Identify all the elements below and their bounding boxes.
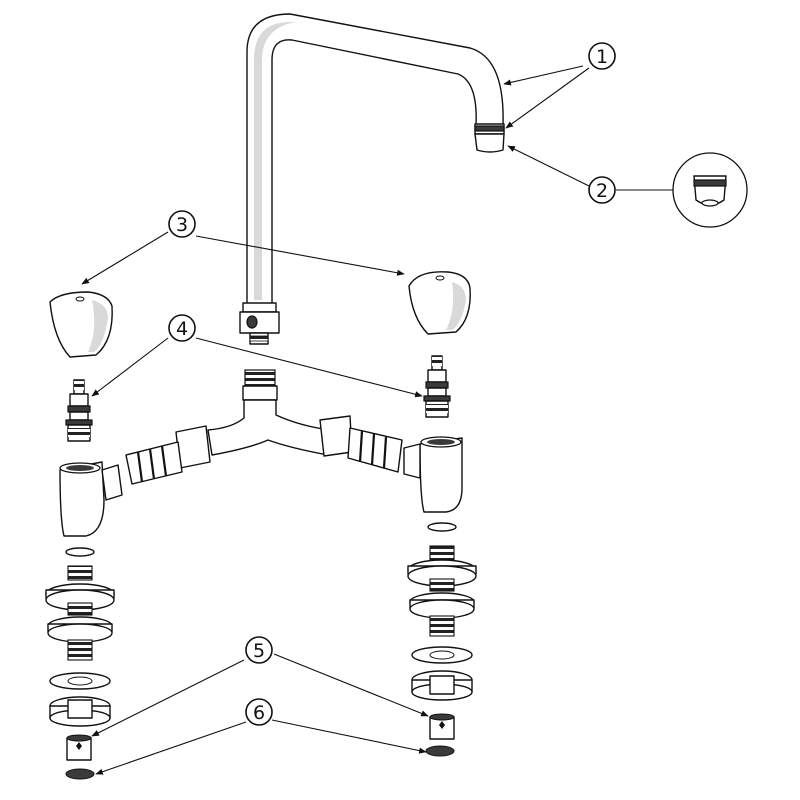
base-stack-left [45, 547, 115, 727]
callout-1-label: 1 [596, 46, 608, 68]
handle-left [49, 291, 113, 358]
callout-1: 1 [588, 42, 616, 70]
callout-6: 6 [245, 698, 273, 726]
leader-lines [81, 65, 673, 775]
right-hose-ribs [358, 430, 388, 469]
washer-left [65, 768, 95, 780]
valve-body-right [403, 436, 463, 513]
aerator-detail-inset [672, 152, 748, 228]
callout-5: 5 [245, 636, 273, 664]
callout-3-label: 3 [176, 214, 188, 236]
handle-right [408, 271, 471, 335]
base-stack-right [407, 522, 477, 701]
cartridge-left [65, 379, 93, 442]
tail-piece-left [66, 734, 92, 761]
callout-5-label: 5 [253, 640, 265, 662]
valve-body-left [59, 461, 123, 537]
callout-4: 4 [168, 314, 196, 342]
bridge-body [125, 369, 403, 485]
cartridge-right [423, 355, 451, 418]
washer-right [425, 745, 455, 757]
callout-3: 3 [168, 210, 196, 238]
callout-4-label: 4 [176, 318, 188, 340]
callout-2: 2 [588, 176, 616, 204]
callout-6-label: 6 [253, 702, 265, 724]
left-hose-ribs [136, 445, 168, 483]
spout [239, 13, 505, 345]
tail-piece-right [429, 713, 455, 740]
callout-2-label: 2 [596, 180, 608, 202]
